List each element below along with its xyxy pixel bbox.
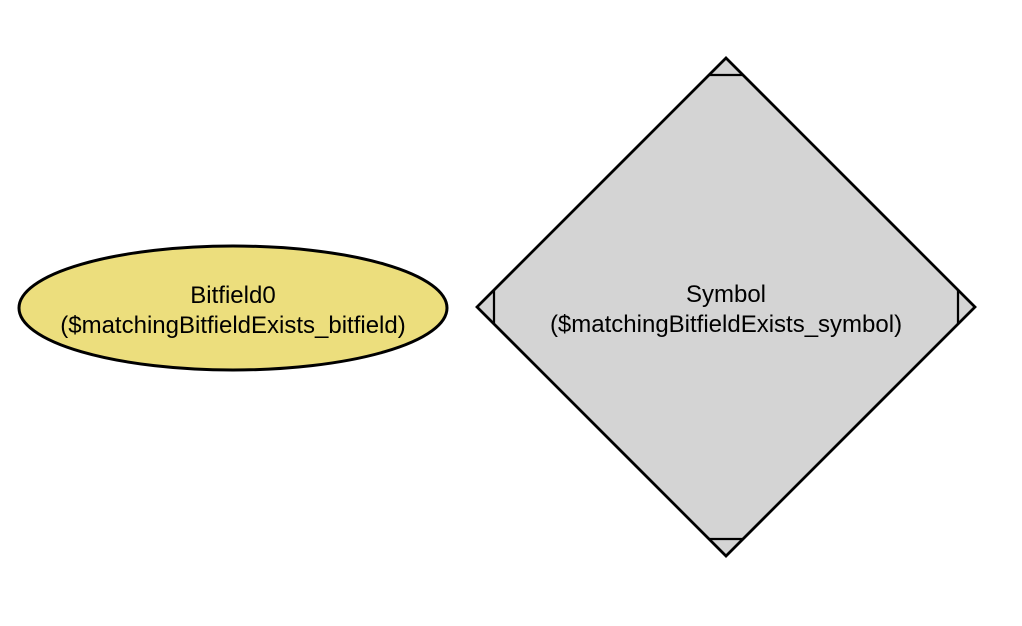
symbol-label-line2: ($matchingBitfieldExists_symbol) (550, 311, 902, 338)
node-symbol: Symbol ($matchingBitfieldExists_symbol) (475, 56, 977, 558)
bitfield-label-line1: Bitfield0 (190, 282, 275, 309)
symbol-diamond-shape (475, 56, 977, 558)
bitfield-ellipse-shape (17, 244, 449, 372)
node-bitfield: Bitfield0 ($matchingBitfieldExists_bitfi… (17, 244, 449, 372)
symbol-label-line1: Symbol (686, 281, 766, 308)
bitfield-label-line2: ($matchingBitfieldExists_bitfield) (60, 312, 405, 339)
